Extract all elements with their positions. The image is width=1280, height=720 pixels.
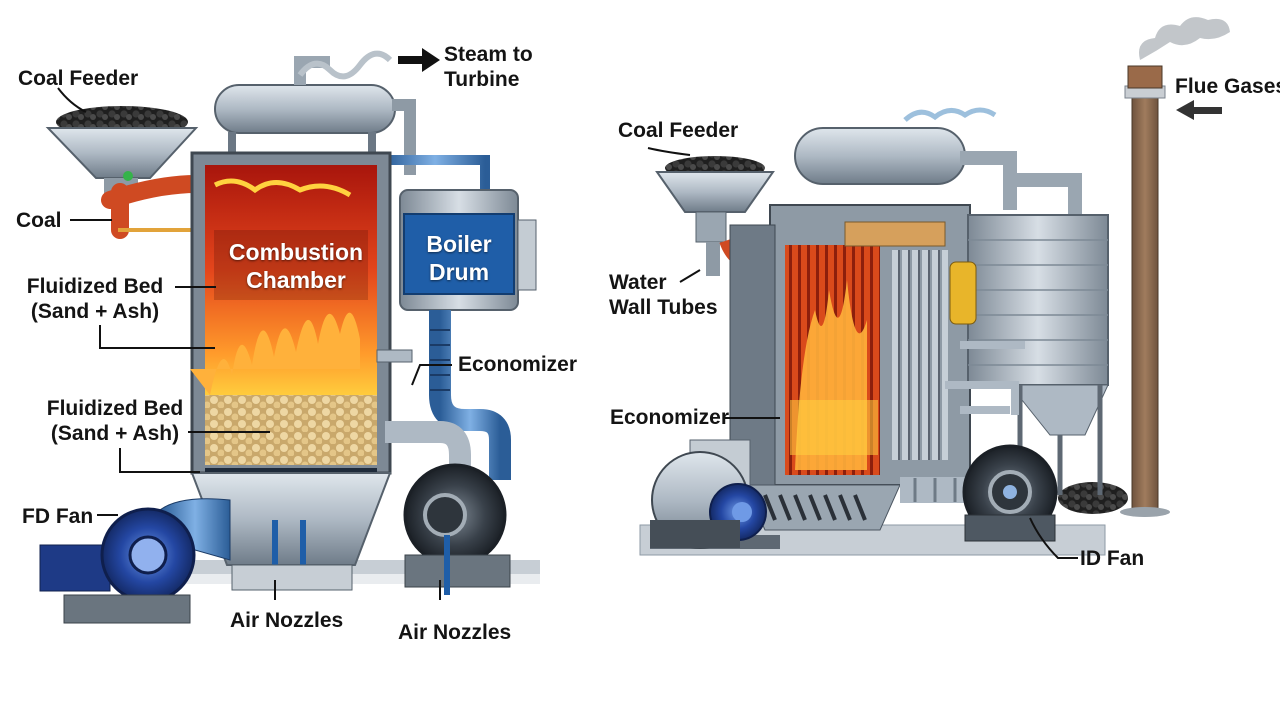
blue-downcomer xyxy=(385,155,490,195)
fd-fan-icon xyxy=(39,498,231,624)
right-coal-feeder-label: Coal Feeder xyxy=(618,119,739,142)
left-leader-lines xyxy=(57,87,452,600)
smoke-icon xyxy=(1139,17,1230,60)
steam-to-turbine-label: Steam to Turbine xyxy=(444,43,533,91)
precipitator-hopper xyxy=(1008,384,1109,436)
boiler-drum-label: Boiler Drum xyxy=(426,231,492,285)
left-coal-label: Coal xyxy=(16,209,62,232)
right-top-pipes xyxy=(960,151,1082,220)
flue-duct-rings xyxy=(913,478,957,502)
chimney-icon xyxy=(1120,65,1170,517)
right-grate xyxy=(763,494,867,521)
right-fd-fan-icon xyxy=(650,439,767,549)
right-air-nozzles-label: Air Nozzles xyxy=(398,621,512,644)
superheater-top xyxy=(844,221,946,247)
side-shelf xyxy=(376,349,413,363)
fluid-bed-sand xyxy=(205,395,377,465)
arrow-left-icon xyxy=(1176,100,1222,120)
left-fd-fan-label: FD Fan xyxy=(22,505,94,528)
right-drum xyxy=(794,127,966,185)
air-box xyxy=(231,564,353,591)
coal-pile xyxy=(1058,482,1128,514)
superheater-tube-shadow xyxy=(898,250,940,460)
flames xyxy=(190,312,360,395)
right-economizer-label: Economizer xyxy=(610,406,730,429)
id-fan-label: ID Fan xyxy=(1080,547,1145,570)
gray-duct xyxy=(385,421,471,470)
superheater-tubes xyxy=(892,250,948,460)
left-fluidized-bed-upper-label: Fluidized Bed (Sand + Ash) xyxy=(26,275,164,323)
right-economizer-pipes xyxy=(945,341,1025,415)
arrow-right-icon xyxy=(398,48,440,72)
steam-wave xyxy=(297,50,393,80)
left-boiler-diagram xyxy=(39,48,540,624)
precipitator-body xyxy=(967,214,1109,386)
id-fan-icon xyxy=(962,444,1058,542)
riser-pipe xyxy=(392,99,416,175)
right-bed-glow xyxy=(790,400,878,455)
economizer-duct xyxy=(429,310,511,480)
steam-drum-icon xyxy=(214,84,396,154)
flame-tips xyxy=(213,178,352,198)
right-boiler-diagram xyxy=(639,17,1230,559)
left-coal-feeder-label: Coal Feeder xyxy=(18,67,139,90)
left-fluidized-bed-lower-label: Fluidized Bed (Sand + Ash) xyxy=(46,397,184,445)
economizer-coil xyxy=(430,329,450,391)
right-steam-wave xyxy=(903,107,997,122)
left-economizer-label: Economizer xyxy=(458,353,578,376)
boiler-drum-box xyxy=(399,189,537,311)
yellow-cylinder xyxy=(949,261,977,325)
precipitator-lines xyxy=(968,239,1108,366)
water-wall-tubes-label: Water Wall Tubes xyxy=(609,271,718,319)
chamber-label-band xyxy=(214,230,368,300)
right-coal-hopper xyxy=(655,156,775,276)
left-air-nozzles-label: Air Nozzles xyxy=(230,609,344,632)
coal-valve xyxy=(123,171,133,181)
induced-fan-icon xyxy=(403,463,511,595)
combustion-chamber-label: Combustion Chamber xyxy=(228,239,364,293)
flue-gases-label: Flue Gases xyxy=(1175,75,1280,98)
right-leader-lines xyxy=(647,147,1078,559)
